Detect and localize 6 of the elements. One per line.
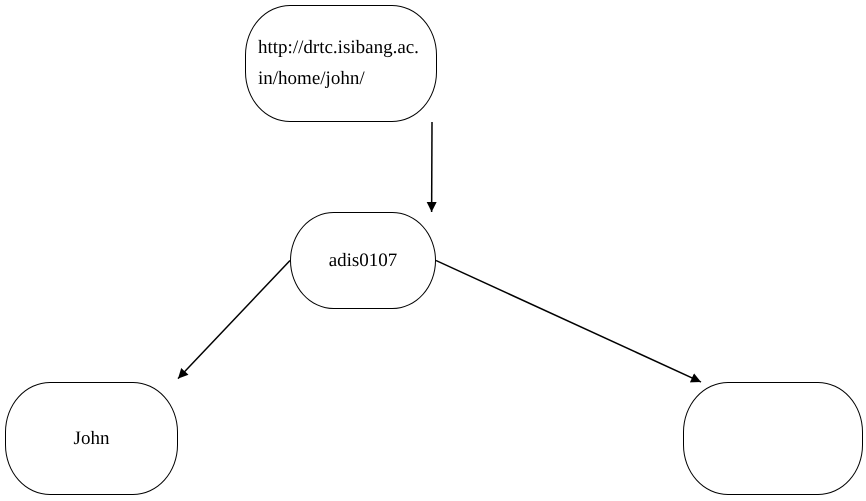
node-text: http://drtc.isibang.ac.in/home/john/ [257, 36, 420, 90]
arrow [436, 260, 702, 383]
arrow [177, 260, 291, 380]
arrow [426, 122, 437, 212]
node-text: John [74, 428, 110, 450]
node-text: adis0107 [328, 250, 398, 272]
